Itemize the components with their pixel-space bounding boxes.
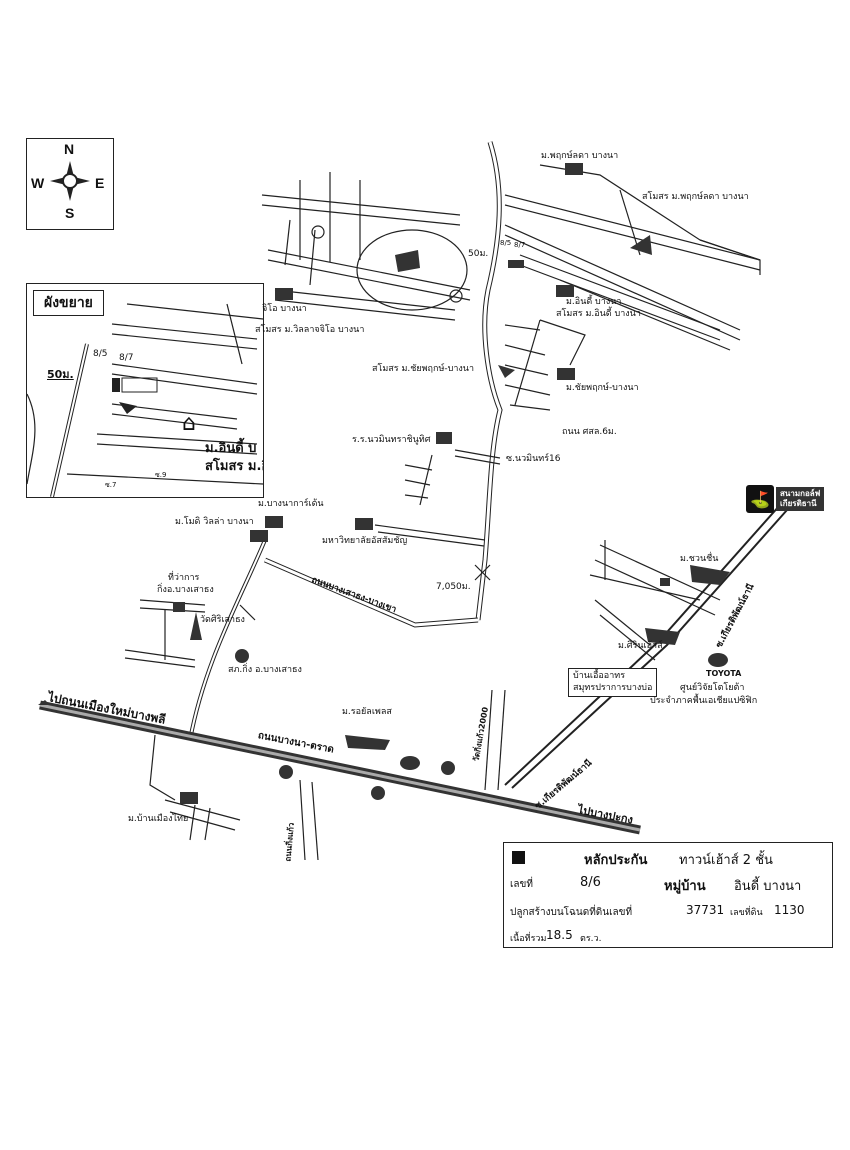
compass-star-icon [50, 161, 90, 201]
inset-soi-9: ซ.9 [155, 471, 167, 479]
area-value: 18.5 [546, 928, 573, 942]
label-villaggio-club: สโมสร ม.วิลลาจจิโอ บางนา [255, 325, 365, 335]
label-plot-87: 8/7 [514, 241, 526, 249]
gas-station-icon [400, 756, 420, 770]
collateral-label: หลักประกัน [584, 853, 648, 868]
mantana-village-icon [265, 516, 283, 528]
area-label: เนื้อที่รวม [510, 934, 547, 944]
collateral-info-box: หลักประกัน ทาวน์เฮ้าส์ 2 ชั้น เลขที่ 8/6… [503, 842, 833, 948]
temple-icon [190, 612, 202, 640]
toyota-logo-icon [708, 653, 728, 667]
plot-marker-icon [508, 260, 524, 268]
collateral-type: ทาวน์เฮ้าส์ 2 ชั้น [679, 853, 773, 868]
label-soi-nawamin: ซ.นวมินทร์16 [506, 454, 561, 464]
shell-icon [441, 761, 455, 775]
indy-village-icon [556, 285, 574, 297]
chuanchuen-plot-icon [660, 578, 670, 586]
label-indy-village: ม.อินดี้ บางนา [566, 297, 622, 307]
inset-village-line2: สโมสร ม.อิ [205, 459, 264, 474]
police-icon [235, 649, 249, 663]
label-police: สภ.กิ่ง อ.บางเสาธง [228, 665, 302, 675]
west-arrow-icon [38, 700, 50, 705]
label-modi-villa: ม.โมดิ วิลล่า บางนา [175, 517, 254, 527]
house-no-label: เลขที่ [510, 879, 533, 890]
bangchak-icon [371, 786, 385, 800]
housing-box: บ้านเอื้ออาทร สมุทรปราการบางบ่อ [568, 668, 658, 698]
compass-rose: N S E W [26, 138, 114, 230]
pruksa-village-icon [565, 163, 583, 175]
inset-roads [27, 303, 263, 497]
label-green-house: ม.ศิรินเฮ้าส์ [618, 641, 663, 651]
inset-distance: 50ม. [47, 368, 74, 381]
label-road-sorlor: ถนน ศสล.6ม. [562, 427, 617, 437]
label-plot-85: 8/5 [500, 239, 512, 247]
area-unit: ตร.ว. [580, 934, 602, 944]
inset-plot-icon [112, 378, 120, 392]
village-label: หมู่บ้าน [664, 879, 706, 894]
deed-text: ปลูกสร้างบนโฉนดที่ดินเลขที่ [510, 907, 633, 918]
label-mantana: ม.บางนาการ์เด้น [258, 499, 324, 509]
compass-s: S [65, 205, 75, 221]
inset-plot-a: 8/5 [93, 349, 108, 359]
main-road-north [475, 141, 503, 621]
modi-village-icon [250, 530, 268, 542]
label-indy-club: สโมสร ม.อินดี้ บางนา [556, 309, 641, 319]
royal-place-icon [345, 735, 390, 750]
chuanchuen-icon [690, 565, 730, 585]
label-toyota-1: ศูนย์วิจัยโตโยต้า [680, 683, 745, 693]
label-dist-50: 50ม. [468, 249, 489, 259]
pruksa-club-icon [630, 235, 652, 255]
ptt-icon [279, 765, 293, 779]
inset-map: ผังขยาย 50ม. 8/5 8/7 ⌂ ม.อินดี้ บ สโมสร … [26, 283, 264, 498]
golf-badge-line2: เกียรติธานี [780, 499, 817, 508]
label-district-office-1: ที่ว่าการ [168, 573, 200, 583]
golf-badge-line1: สนามกอล์ฟ [780, 489, 821, 499]
label-chuanchuen: ม.ชวนชื่น [680, 554, 719, 564]
housing-box-line1: บ้านเอื้ออาทร [573, 671, 626, 681]
chaiyapruk-village-icon [557, 368, 575, 380]
university-icon [355, 518, 373, 530]
label-university: มหาวิทยาลัยอัสสัมชัญ [322, 536, 408, 546]
ban-muang-thai-icon [180, 792, 198, 804]
label-chaiyapruk-club: สโมสร ม.ชัยพฤกษ์-บางนา [372, 364, 475, 374]
label-dist-7050: 7,050ม. [436, 582, 471, 592]
label-pruksa-club: สโมสร ม.พฤกษ์ลดา บางนา [642, 192, 749, 202]
inset-soi-7: ซ.7 [105, 481, 117, 489]
inset-village-line1: ม.อินดี้ บ [205, 441, 257, 456]
compass-w: W [31, 175, 45, 191]
label-chaiyapruk-village: ม.ชัยพฤกษ์-บางนา [566, 383, 639, 393]
compass-e: E [95, 175, 105, 191]
inset-plot-b: 8/7 [119, 353, 134, 363]
school-icon [436, 432, 452, 444]
collateral-marker-icon [512, 851, 525, 864]
inset-title: ผังขยาย [33, 290, 104, 316]
villaggio-village-icon [275, 288, 293, 300]
label-ban-muang-thai: ม.บ้านเมืองไทย [128, 814, 189, 824]
chaiyapruk-club-icon [498, 365, 515, 378]
golf-badge: ⛳ สนามกอล์ฟ เกียรติธานี [746, 485, 836, 513]
land-label: เลขที่ดิน [730, 908, 763, 918]
housing-box-line2: สมุทรปราการบางบ่อ [573, 682, 653, 693]
inset-house-icon: ⌂ [182, 411, 196, 436]
label-pruksa-village: ม.พฤกษ์ลดา บางนา [541, 151, 619, 161]
green-house-icon [645, 628, 680, 645]
land-number: 1130 [774, 903, 805, 917]
label-royal-place: ม.รอยัลเพลส [342, 707, 392, 717]
village-value: อินดี้ บางนา [734, 879, 802, 894]
label-school: ร.ร.นวมินทราชินูทิศ [352, 435, 431, 445]
compass-n: N [64, 141, 75, 157]
house-no-value: 8/6 [580, 875, 601, 890]
deed-number: 37731 [686, 903, 725, 917]
label-toyota-brand: TOYOTA [706, 669, 742, 678]
label-villaggio: จิโอ บางนา [262, 304, 307, 314]
golf-icon: ⛳ [746, 485, 774, 513]
district-office-icon [173, 602, 185, 612]
villaggio-club-icon [395, 250, 420, 272]
label-district-office-2: กิ่งอ.บางเสาธง [157, 585, 214, 595]
label-toyota-2: ประจำภาคพื้นเอเชียแปซิฟิก [650, 696, 758, 706]
label-temple: วัดศิริเสาธง [200, 615, 245, 625]
